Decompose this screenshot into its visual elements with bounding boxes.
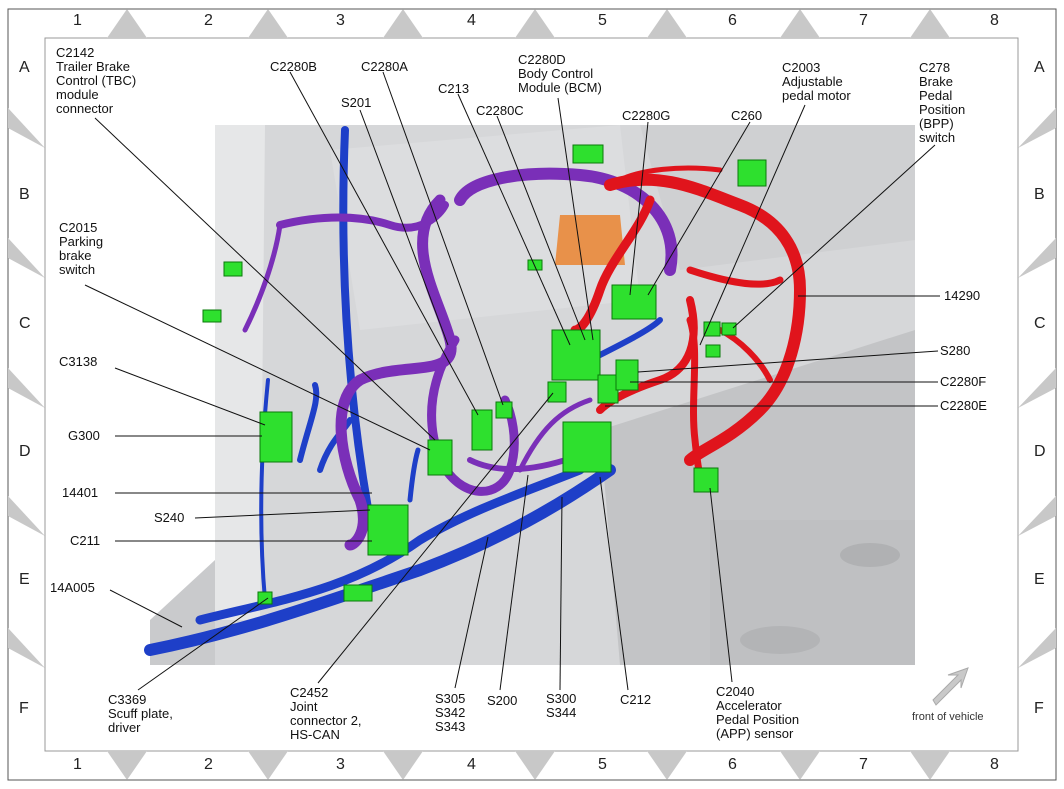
grid-col-4-bottom: 4 [467, 756, 476, 773]
callout-c260: C260 [731, 108, 763, 123]
callout-14290: 14290 [944, 288, 981, 303]
front-of-vehicle-label: front of vehicle [912, 711, 984, 723]
grid-col-8-bottom: 8 [990, 756, 999, 773]
callout-c2280d: C2280D Body Control Module (BCM) [518, 52, 602, 95]
callout-c2015: C2015 Parking brake switch [59, 220, 104, 277]
grid-row-c: C [19, 315, 31, 332]
callout-c2280a: C2280A [361, 59, 408, 74]
callout-c2003: C2003 Adjustable pedal motor [782, 60, 851, 103]
callout-c278: C278 Brake Pedal Position (BPP) switch [919, 60, 966, 145]
front-of-vehicle-arrow [932, 667, 969, 706]
callout-c212: C212 [620, 692, 652, 707]
grid-col-2: 2 [204, 12, 213, 29]
grid-col-7: 7 [859, 12, 868, 29]
grid-row-a-right: A [1034, 59, 1045, 76]
callout-c211: C211 [70, 533, 101, 548]
grid-col-8: 8 [990, 12, 999, 29]
callout-14a005: 14A005 [50, 580, 95, 595]
callout-c213: C213 [438, 81, 470, 96]
grid-row-f-right: F [1034, 700, 1044, 717]
callout-c2280f: C2280F [940, 374, 987, 389]
grid-col-6: 6 [728, 12, 737, 29]
grid-col-1: 1 [73, 12, 82, 29]
leader-lines [84, 71, 940, 691]
grid-col-6-bottom: 6 [728, 756, 737, 773]
grid-col-3: 3 [336, 12, 345, 29]
grid-row-f: F [19, 700, 29, 717]
grid-col-7-bottom: 7 [859, 756, 868, 773]
grid-row-c-right: C [1034, 315, 1046, 332]
grid-col-4: 4 [467, 12, 476, 29]
grid-row-d: D [19, 443, 31, 460]
grid-col-5-bottom: 5 [598, 756, 607, 773]
callout-s305-s342-s343: S305 S342 S343 [435, 691, 466, 734]
callout-s240: S240 [154, 510, 185, 525]
callout-c2280c: C2280C [476, 103, 524, 118]
callout-s300-s344: S300 S344 [546, 691, 577, 720]
grid-row-a: A [19, 59, 30, 76]
grid-col-2-bottom: 2 [204, 756, 213, 773]
callout-c3138: C3138 [59, 354, 98, 369]
callout-c2280e: C2280E [940, 398, 987, 413]
callout-s201: S201 [341, 95, 372, 110]
outer-border [7, 8, 1057, 781]
grid-col-3-bottom: 3 [336, 756, 345, 773]
grid-col-5: 5 [598, 12, 607, 29]
callout-s200: S200 [487, 693, 518, 708]
grid-row-e-right: E [1034, 571, 1045, 588]
grid-row-e: E [19, 571, 30, 588]
callout-c2040: C2040 Accelerator Pedal Position (APP) s… [716, 684, 800, 741]
connectors [202, 144, 767, 605]
grid-col-1-bottom: 1 [73, 756, 82, 773]
grid-row-d-right: D [1034, 443, 1046, 460]
callout-14401: 14401 [62, 485, 99, 500]
callout-c3369: C3369 Scuff plate, driver [108, 692, 173, 735]
grid-row-b: B [19, 186, 30, 203]
callout-c2280g: C2280G [622, 108, 671, 123]
grid-row-b-right: B [1034, 186, 1045, 203]
zone-markers [8, 9, 1056, 780]
callout-c2452: C2452 Joint connector 2, HS-CAN [290, 685, 362, 742]
callout-c2142: C2142 Trailer Brake Control (TBC) module… [56, 45, 137, 116]
callout-s280: S280 [940, 343, 971, 358]
callout-g300: G300 [68, 428, 100, 443]
callout-c2280b: C2280B [270, 59, 317, 74]
